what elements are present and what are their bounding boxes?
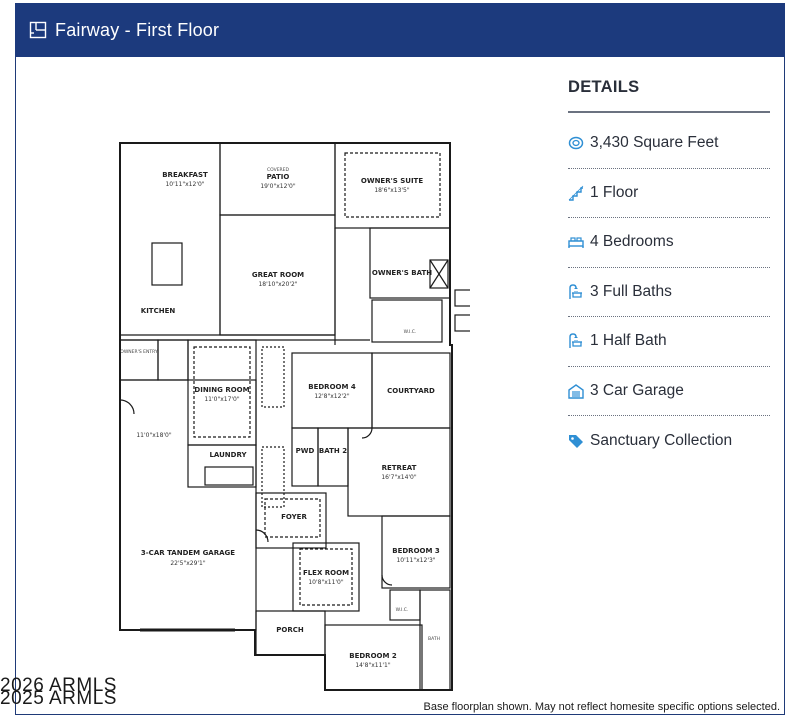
room-wic-small-label: W.I.C. bbox=[396, 607, 409, 613]
room-flex-label: FLEX ROOM bbox=[303, 569, 349, 577]
room-bedroom4-label: BEDROOM 4 bbox=[308, 383, 356, 391]
room-bedroom3-label: BEDROOM 3 bbox=[392, 547, 440, 555]
room-garage-dim: 22'5"x29'1" bbox=[170, 560, 206, 567]
square-feet-icon bbox=[568, 137, 584, 150]
room-patio-dim: 19'0"x12'0" bbox=[260, 183, 296, 190]
bed-icon bbox=[568, 237, 584, 249]
detail-label: 4 Bedrooms bbox=[590, 233, 674, 251]
detail-square-feet: 3,430 Square Feet bbox=[568, 119, 770, 169]
room-retreat-label: RETREAT bbox=[382, 464, 417, 472]
room-bedroom3-dim: 10'11"x12'3" bbox=[396, 557, 435, 564]
details-panel: DETAILS 3,430 Square Feet 1 Floor 4 Bedr… bbox=[568, 72, 770, 466]
room-dining-dim: 11'0"x17'0" bbox=[204, 396, 240, 403]
room-bath-small-label: BATH bbox=[428, 636, 440, 642]
room-flex-dim: 10'8"x11'0" bbox=[308, 579, 344, 586]
details-divider bbox=[568, 111, 770, 113]
room-foyer-label: FOYER bbox=[281, 513, 307, 521]
detail-label: Sanctuary Collection bbox=[590, 431, 733, 449]
watermark-line-1: 2026 ARMLS bbox=[0, 675, 117, 696]
room-owners-entry-label: OWNER'S ENTRY bbox=[120, 349, 158, 355]
shower-icon bbox=[569, 333, 582, 349]
room-owners-suite-dim: 18'6"x13'5" bbox=[374, 187, 410, 194]
content-frame bbox=[15, 3, 785, 715]
detail-label: 3 Full Baths bbox=[590, 282, 672, 300]
stairs-icon bbox=[568, 185, 584, 201]
room-dining-label: DINING ROOM bbox=[194, 386, 249, 394]
room-bedroom2-dim: 14'8"x11'1" bbox=[355, 662, 391, 669]
detail-label: 1 Half Bath bbox=[590, 332, 667, 350]
room-bedroom4-dim: 12'8"x12'2" bbox=[314, 393, 350, 400]
room-garage-label: 3-CAR TANDEM GARAGE bbox=[141, 549, 235, 557]
room-patio-label: PATIO bbox=[267, 173, 290, 181]
detail-label: 3,430 Square Feet bbox=[590, 134, 719, 152]
detail-collection: Sanctuary Collection bbox=[568, 416, 770, 466]
room-wic-owner-label: W.I.C. bbox=[404, 329, 417, 335]
tag-icon bbox=[569, 434, 583, 448]
detail-label: 3 Car Garage bbox=[590, 381, 684, 399]
room-bedroom2-label: BEDROOM 2 bbox=[349, 652, 397, 660]
room-breakfast-label: BREAKFAST bbox=[162, 171, 208, 179]
room-kitchen-label: KITCHEN bbox=[141, 307, 176, 315]
detail-bedrooms: 4 Bedrooms bbox=[568, 218, 770, 268]
room-great-room-label: GREAT ROOM bbox=[252, 271, 304, 279]
detail-garage: 3 Car Garage bbox=[568, 367, 770, 416]
detail-full-baths: 3 Full Baths bbox=[568, 268, 770, 317]
room-great-room-dim: 18'10"x20'2" bbox=[258, 281, 297, 288]
garage-icon bbox=[568, 383, 584, 399]
room-pwd-label: PWD bbox=[296, 447, 315, 455]
room-porch-label: PORCH bbox=[276, 626, 304, 634]
floorplan-icon bbox=[29, 21, 47, 39]
room-breakfast-dim: 10'11"x12'0" bbox=[165, 181, 204, 188]
detail-half-bath: 1 Half Bath bbox=[568, 317, 770, 367]
detail-floors: 1 Floor bbox=[568, 169, 770, 218]
room-bath2-label: BATH 2 bbox=[319, 447, 347, 455]
room-owners-bath-label: OWNER'S BATH bbox=[372, 269, 432, 277]
room-garage-side-dim: 11'0"x18'0" bbox=[136, 432, 172, 439]
floorplan-drawing: BREAKFAST 10'11"x12'0" COVERED PATIO 19'… bbox=[119, 142, 470, 691]
room-owners-suite-label: OWNER'S SUITE bbox=[361, 177, 423, 185]
page-header: Fairway - First Floor bbox=[15, 3, 785, 57]
page-title: Fairway - First Floor bbox=[55, 19, 220, 40]
shower-icon bbox=[569, 284, 582, 299]
room-patio-note: COVERED bbox=[267, 167, 289, 173]
footnote: Base floorplan shown. May not reflect ho… bbox=[423, 701, 780, 713]
room-courtyard-label: COURTYARD bbox=[387, 387, 435, 395]
room-laundry-label: LAUNDRY bbox=[209, 451, 247, 459]
details-heading: DETAILS bbox=[568, 78, 640, 96]
watermark-line-2: 2025 ARMLS bbox=[0, 688, 117, 709]
room-retreat-dim: 16'7"x14'0" bbox=[381, 474, 417, 481]
detail-label: 1 Floor bbox=[590, 183, 639, 201]
